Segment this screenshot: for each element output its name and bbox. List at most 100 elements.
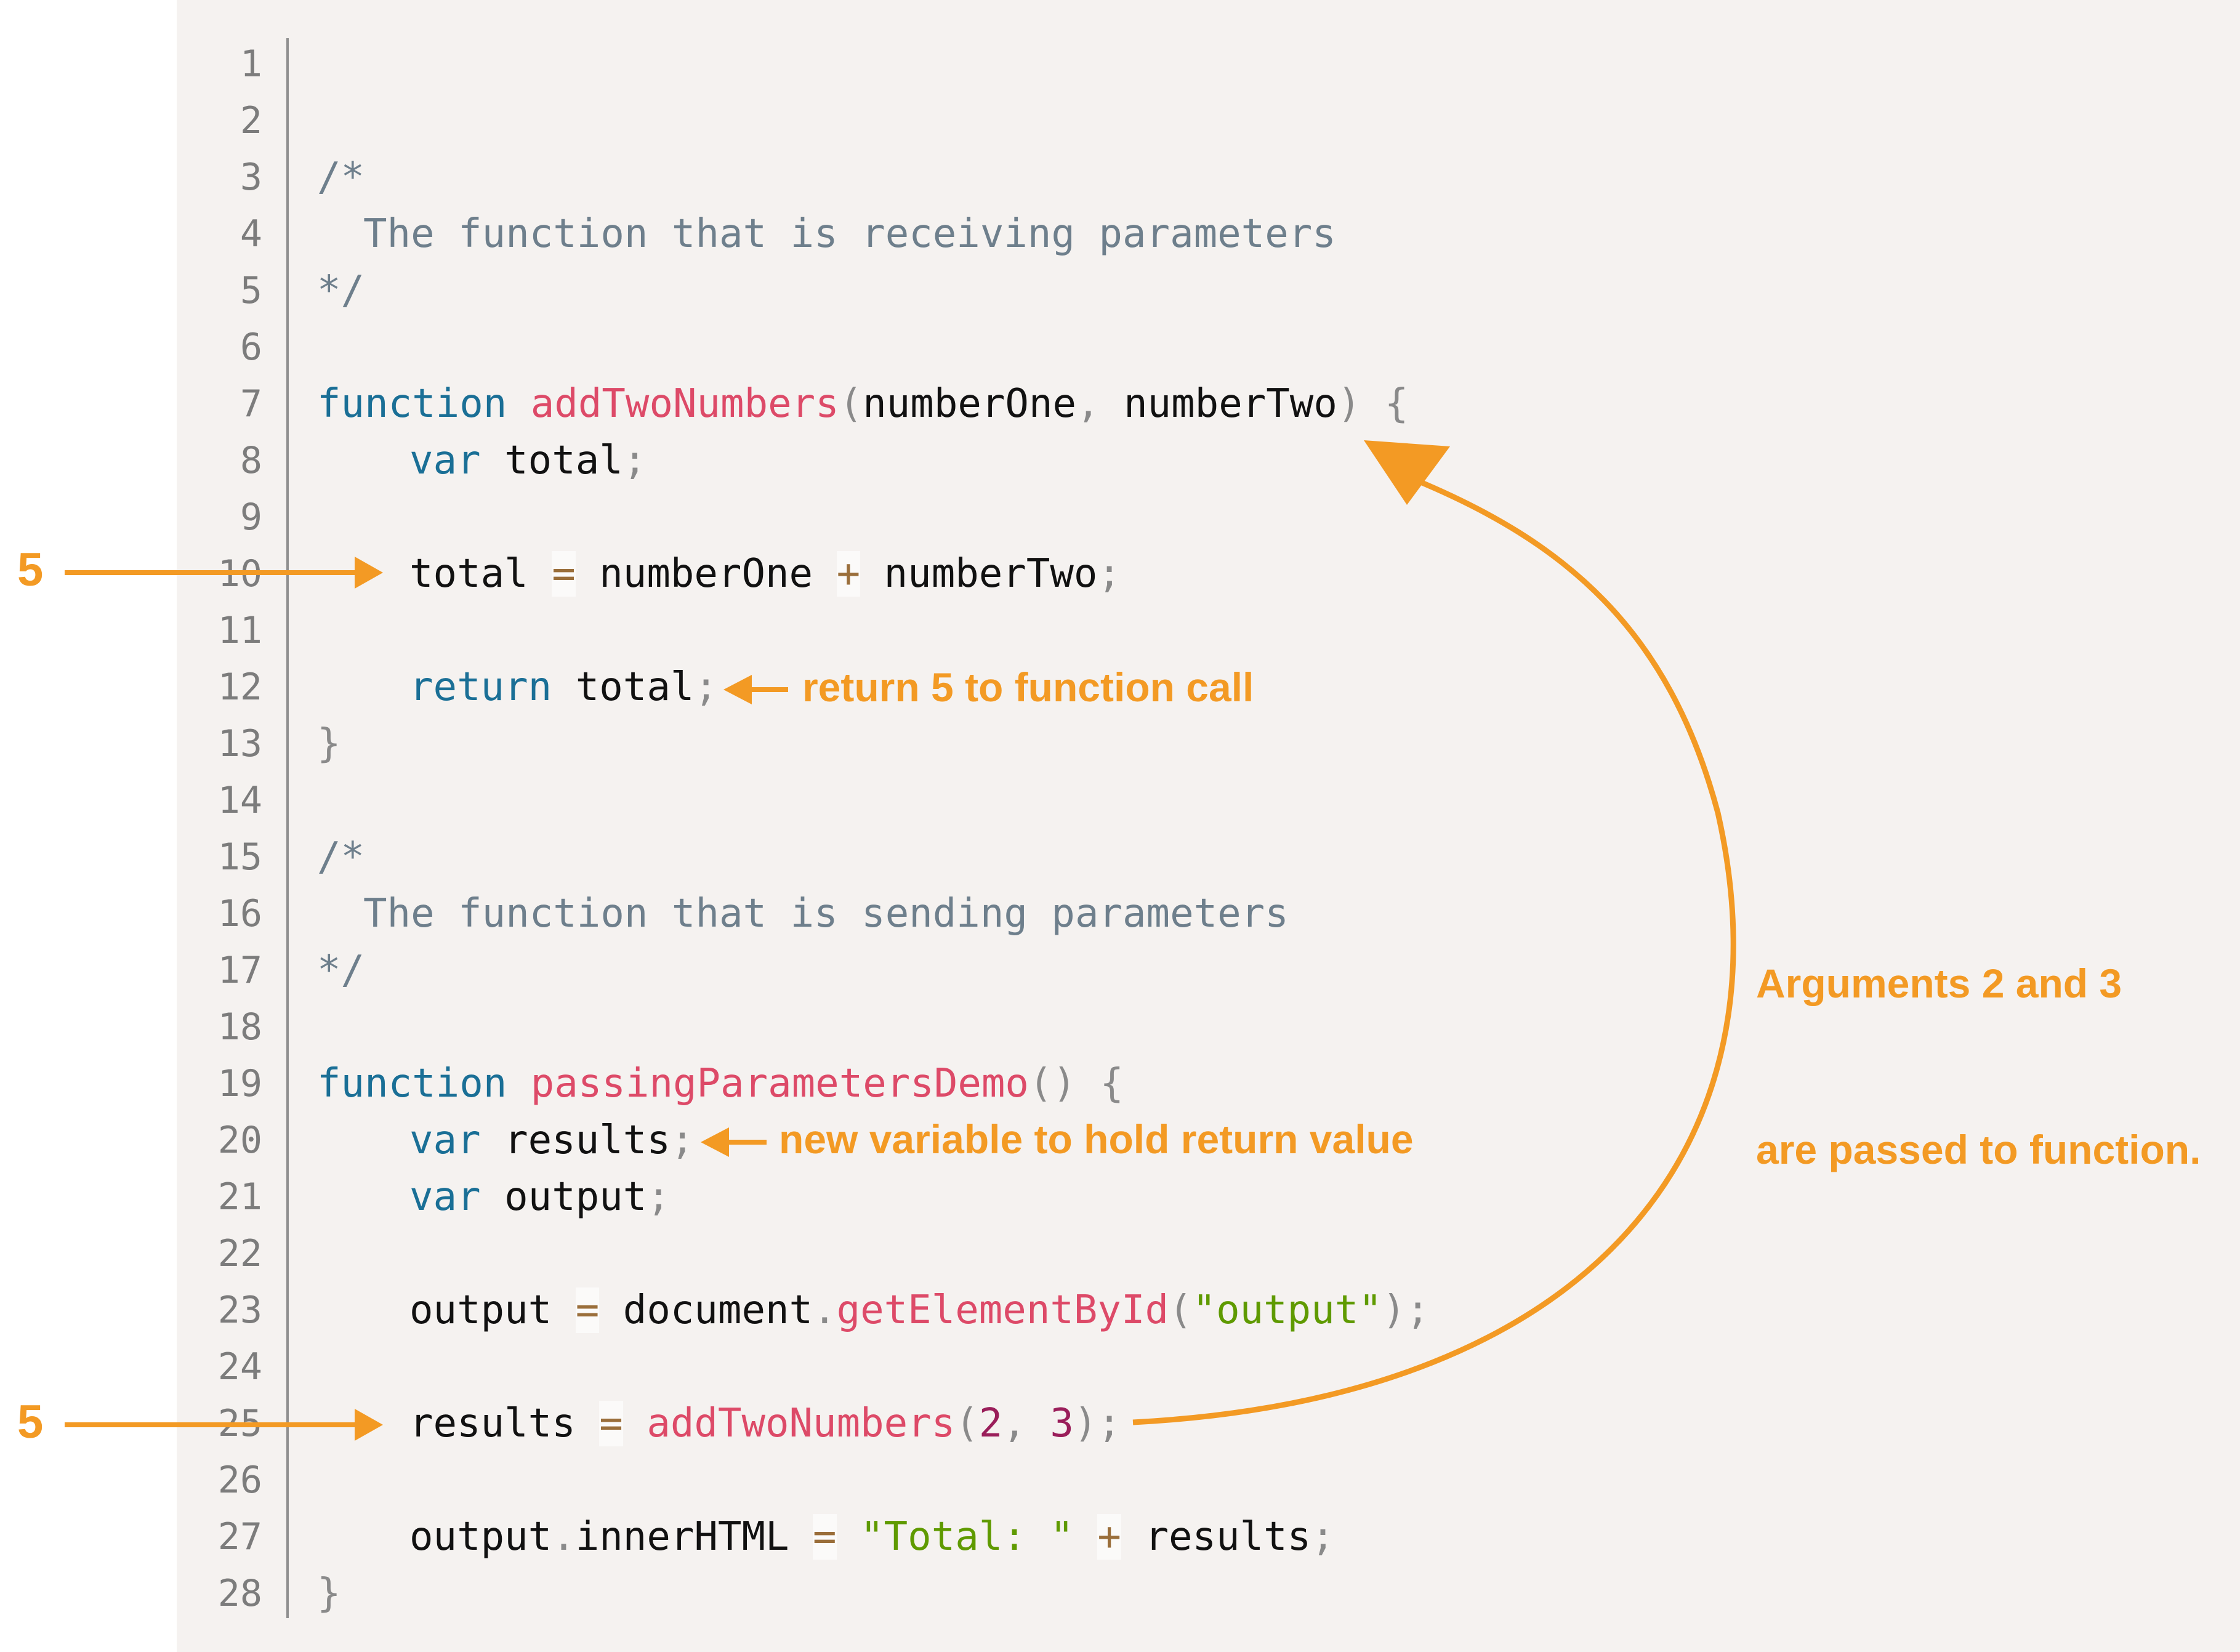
number-literal: 2 xyxy=(978,1401,1003,1446)
code-line-7: function addTwoNumbers(numberOne, number… xyxy=(317,376,1408,432)
line-number: 26 xyxy=(217,1459,262,1502)
semicolon: ; xyxy=(1311,1514,1335,1560)
line-number: 27 xyxy=(217,1515,262,1558)
operator: = xyxy=(575,1287,600,1333)
paren: () xyxy=(1028,1061,1076,1106)
arrow-arguments-curve xyxy=(1132,477,1736,1425)
property: innerHTML xyxy=(575,1514,789,1560)
line-number: 14 xyxy=(217,779,262,822)
operator: + xyxy=(836,551,861,597)
arrowhead xyxy=(701,1127,729,1157)
variable: total xyxy=(504,438,623,483)
arrowhead xyxy=(1364,440,1450,505)
line-number: 23 xyxy=(217,1289,262,1332)
line-number: 17 xyxy=(217,949,262,992)
arrowhead xyxy=(355,1409,383,1441)
code-line-5: */ xyxy=(317,262,365,319)
semicolon: ; xyxy=(622,438,647,483)
keyword-function: function xyxy=(317,1061,507,1106)
object: document xyxy=(622,1287,813,1333)
comment-text: The function that is sending parameters xyxy=(363,891,1289,937)
line-number: 1 xyxy=(240,42,262,86)
variable: results xyxy=(1145,1514,1311,1560)
variable: results xyxy=(409,1401,576,1446)
brace: { xyxy=(1384,381,1409,427)
dot: . xyxy=(552,1514,576,1560)
brace: } xyxy=(317,721,341,767)
method-name: getElementById xyxy=(836,1287,1169,1333)
code-line-16: The function that is sending parameters xyxy=(363,885,1289,942)
keyword-var: var xyxy=(409,1174,481,1220)
line-number: 2 xyxy=(240,99,262,142)
code-editor-panel xyxy=(177,0,2240,1652)
line-number: 11 xyxy=(217,609,262,652)
code-line-21: var output; xyxy=(409,1169,671,1225)
brace: { xyxy=(1100,1061,1124,1106)
gutter-divider xyxy=(286,38,289,1618)
paren: ) xyxy=(1337,381,1361,427)
line-number: 20 xyxy=(217,1119,262,1162)
annotation-arguments-line1: Arguments 2 and 3 xyxy=(1756,961,2122,1006)
string-literal: "output" xyxy=(1192,1287,1382,1333)
code-line-12: return total; xyxy=(409,659,718,715)
comma: , xyxy=(1002,1401,1026,1446)
code-line-20: var results; xyxy=(409,1112,694,1169)
line-number: 28 xyxy=(217,1572,262,1615)
semicolon: ; xyxy=(694,664,718,710)
code-line-25: results = addTwoNumbers(2, 3); xyxy=(409,1395,1121,1452)
brace: } xyxy=(317,1571,341,1616)
keyword-var: var xyxy=(409,438,481,483)
code-line-13: } xyxy=(317,715,341,772)
code-line-15: /* xyxy=(317,829,365,885)
annotation-arguments-note: Arguments 2 and 3 are passed to function… xyxy=(1756,845,2201,1233)
comma: , xyxy=(1076,381,1100,427)
line-number: 7 xyxy=(240,382,262,425)
line-number: 19 xyxy=(217,1062,262,1105)
line-number: 6 xyxy=(240,326,262,369)
line-number: 21 xyxy=(217,1175,262,1219)
line-number: 24 xyxy=(217,1345,262,1388)
annotation-arguments-line2: are passed to function. xyxy=(1756,1127,2201,1172)
code-line-8: var total; xyxy=(409,432,647,489)
line-number: 12 xyxy=(217,666,262,709)
object: output xyxy=(409,1514,552,1560)
line-number: 8 xyxy=(240,439,262,482)
variable: numberTwo xyxy=(884,551,1098,597)
line-number: 13 xyxy=(217,722,262,765)
parameter: numberOne xyxy=(863,381,1076,427)
semicolon: ; xyxy=(647,1174,671,1220)
code-line-28: } xyxy=(317,1565,341,1622)
function-name: passingParametersDemo xyxy=(530,1061,1029,1106)
comment-text: The function that is receiving parameter… xyxy=(363,211,1336,257)
annotation-return-note: return 5 to function call xyxy=(802,664,1254,710)
function-name: addTwoNumbers xyxy=(647,1401,956,1446)
annotation-value-line25: 5 xyxy=(17,1396,44,1448)
code-line-19: function passingParametersDemo() { xyxy=(317,1055,1124,1112)
operator: = xyxy=(552,551,576,597)
operator: = xyxy=(813,1514,837,1560)
paren: ( xyxy=(955,1401,979,1446)
variable: output xyxy=(504,1174,647,1220)
operator: = xyxy=(599,1401,623,1446)
comment-open: /* xyxy=(317,155,365,200)
keyword-function: function xyxy=(317,381,507,427)
line-number: 22 xyxy=(217,1232,262,1275)
variable: total xyxy=(409,551,528,597)
code-line-23: output = document.getElementById("output… xyxy=(409,1282,1430,1339)
number-literal: 3 xyxy=(1050,1401,1074,1446)
variable: total xyxy=(575,664,695,710)
variable: results xyxy=(504,1118,671,1163)
semicolon: ; xyxy=(670,1118,695,1163)
keyword-var: var xyxy=(409,1118,481,1163)
code-line-17: */ xyxy=(317,942,365,999)
arrowhead xyxy=(723,675,752,704)
paren: ( xyxy=(839,381,863,427)
line-number: 18 xyxy=(217,1005,262,1049)
line-number: 9 xyxy=(240,496,262,539)
paren: ( xyxy=(1169,1287,1193,1333)
paren: ); xyxy=(1073,1401,1121,1446)
line-number: 16 xyxy=(217,892,262,935)
paren: ); xyxy=(1382,1287,1430,1333)
string-literal: "Total: " xyxy=(860,1514,1074,1560)
